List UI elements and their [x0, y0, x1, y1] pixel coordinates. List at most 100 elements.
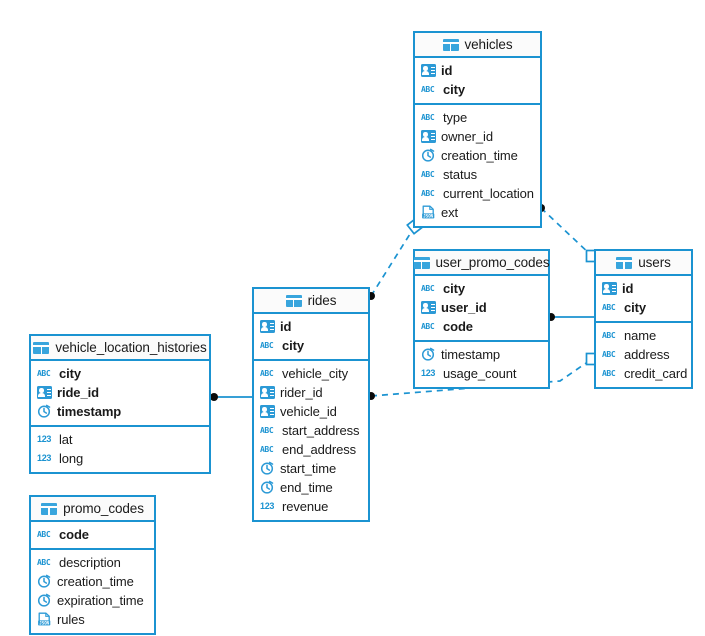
- field-row[interactable]: ABC city: [415, 80, 540, 99]
- uuid-key-icon: [260, 405, 275, 418]
- table-title: vehicle_location_histories: [55, 340, 207, 355]
- table-grid-icon: [616, 256, 633, 269]
- uuid-key-icon: [421, 130, 436, 143]
- field-row[interactable]: timestamp: [415, 345, 548, 364]
- field-name: vehicle_id: [280, 404, 337, 419]
- relationship-vehicle-location-histories-rides[interactable]: [210, 393, 252, 401]
- 123-number-icon: 123: [37, 453, 52, 463]
- field-row[interactable]: user_id: [415, 298, 548, 317]
- field-row[interactable]: vehicle_id: [254, 402, 368, 421]
- table-header[interactable]: users: [596, 251, 691, 276]
- field-row[interactable]: end_time: [254, 478, 368, 497]
- table-grid-icon: [442, 38, 459, 51]
- field-row[interactable]: timestamp: [31, 402, 209, 421]
- abc-string-icon: ABC: [37, 530, 51, 539]
- edge-dot-marker: [210, 393, 218, 401]
- uuid-key-icon: [421, 301, 436, 314]
- field-row[interactable]: ride_id: [31, 383, 209, 402]
- clock-timestamp-icon: [37, 574, 52, 589]
- table-title: rides: [307, 293, 337, 308]
- field-name: start_address: [282, 423, 360, 438]
- table-header[interactable]: user_promo_codes: [413, 251, 550, 276]
- abc-string-icon: ABC: [421, 189, 435, 198]
- clock-timestamp-icon: [260, 461, 275, 476]
- field-row[interactable]: expiration_time: [31, 591, 154, 610]
- field-name: end_address: [282, 442, 357, 457]
- table-grid-icon: [41, 502, 58, 515]
- field-row[interactable]: JSON rules: [31, 610, 154, 629]
- field-row[interactable]: owner_id: [415, 127, 540, 146]
- field-row[interactable]: creation_time: [31, 572, 154, 591]
- field-row[interactable]: id: [415, 61, 540, 80]
- clock-timestamp-icon: [37, 404, 52, 419]
- field-name: ride_id: [57, 385, 99, 400]
- field-row[interactable]: id: [596, 279, 691, 298]
- field-name: id: [622, 281, 634, 296]
- field-row[interactable]: id: [254, 317, 368, 336]
- field-name: timestamp: [441, 347, 501, 362]
- field-row[interactable]: rider_id: [254, 383, 368, 402]
- json-document-icon: JSON: [37, 612, 52, 627]
- relationship-user-promo-codes-users[interactable]: [547, 313, 594, 321]
- field-name: revenue: [282, 499, 329, 514]
- abc-string-icon: ABC: [602, 350, 616, 359]
- field-row[interactable]: creation_time: [415, 146, 540, 165]
- table-header[interactable]: vehicles: [415, 33, 540, 58]
- abc-string-icon: ABC: [602, 303, 616, 312]
- field-name: city: [443, 82, 466, 97]
- field-name: name: [624, 328, 657, 343]
- field-name: city: [59, 366, 82, 381]
- field-row[interactable]: start_time: [254, 459, 368, 478]
- abc-string-icon: ABC: [260, 369, 274, 378]
- field-name: user_id: [441, 300, 487, 315]
- abc-string-icon: ABC: [421, 322, 435, 331]
- table-title: user_promo_codes: [435, 255, 550, 270]
- field-row[interactable]: ABC city: [415, 279, 548, 298]
- abc-string-icon: ABC: [421, 85, 435, 94]
- field-name: lat: [59, 432, 73, 447]
- table-header[interactable]: promo_codes: [31, 497, 154, 522]
- table-header[interactable]: rides: [254, 289, 368, 314]
- field-name: description: [59, 555, 121, 570]
- field-name: rules: [57, 612, 85, 627]
- table-header[interactable]: vehicle_location_histories: [31, 336, 209, 361]
- abc-string-icon: ABC: [421, 170, 435, 179]
- field-name: city: [282, 338, 305, 353]
- field-name: type: [443, 110, 468, 125]
- field-name: city: [443, 281, 466, 296]
- abc-string-icon: ABC: [421, 113, 435, 122]
- field-row[interactable]: ABC type: [415, 108, 540, 127]
- abc-string-icon: ABC: [421, 284, 435, 293]
